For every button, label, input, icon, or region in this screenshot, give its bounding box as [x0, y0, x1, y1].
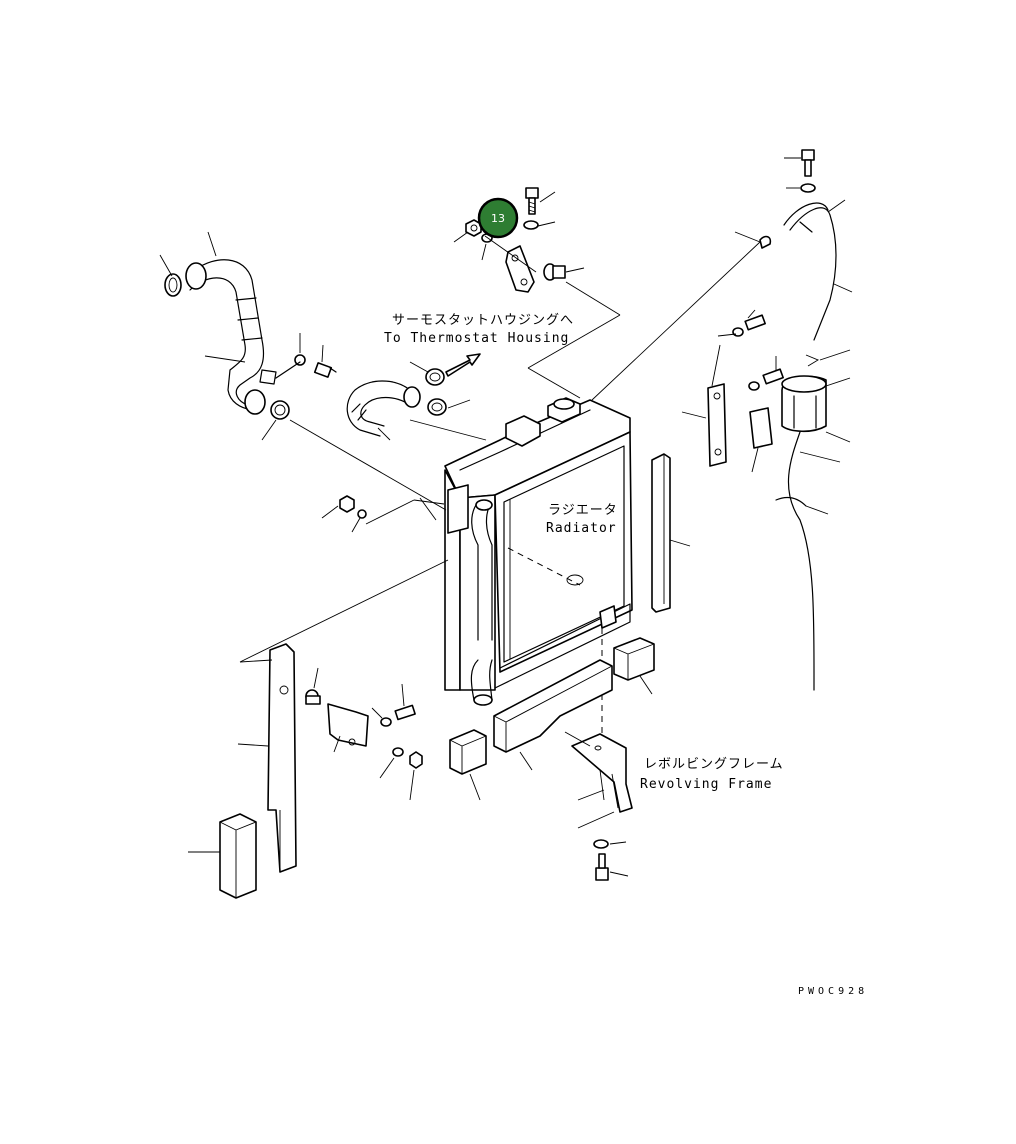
- label-radiator-en: Radiator: [546, 521, 617, 536]
- washer-bolt-left: [294, 354, 337, 378]
- bolt-bottom: [595, 853, 609, 881]
- collar: [305, 689, 321, 705]
- reservoir-hose: [759, 202, 837, 341]
- seal-block-right: [613, 637, 655, 681]
- spacer-bracket: [327, 703, 369, 747]
- label-thermostat-jp: サーモスタットハウジングへ: [392, 313, 574, 328]
- hose-clamp-left-lower: [270, 400, 290, 420]
- upper-hose-left: [185, 259, 266, 415]
- label-radiator-jp: ラジエータ: [548, 503, 618, 518]
- seal-right: [651, 453, 671, 613]
- callout-number: 13: [491, 212, 505, 225]
- to-thermostat-arrow: [445, 353, 481, 377]
- label-frame-en: Revolving Frame: [640, 777, 772, 792]
- overflow-tube: [787, 431, 815, 691]
- seal-block-left: [449, 729, 487, 775]
- seal-lower-long: [493, 659, 613, 753]
- seal-block-bottom-left: [219, 813, 257, 899]
- radiator: [419, 397, 633, 770]
- middle-hose: [346, 380, 421, 437]
- elbow-fitting: [543, 263, 566, 281]
- label-frame-jp: レボルビングフレーム: [644, 757, 784, 772]
- washer-top-right: [800, 183, 816, 193]
- hose-clamp-middle-top: [425, 368, 445, 386]
- washer-bottom: [593, 839, 609, 849]
- thermostat-bracket: [505, 245, 535, 293]
- reservoir-tank: [781, 375, 827, 433]
- revolving-frame-bracket: [571, 733, 633, 813]
- label-thermostat-en: To Thermostat Housing: [384, 331, 569, 346]
- bolt-top-center: [525, 187, 539, 215]
- callout-badge-13[interactable]: 13: [477, 197, 519, 239]
- shroud-bracket-left: [267, 643, 297, 873]
- washer-top-center: [523, 220, 539, 230]
- hose-clamp-middle-lower: [427, 398, 447, 416]
- drawing-code: PWOC928: [798, 986, 868, 997]
- nut-top-left: [465, 219, 482, 237]
- hose-clamp-top-left: [164, 273, 182, 297]
- bolt-top-right: [801, 149, 815, 177]
